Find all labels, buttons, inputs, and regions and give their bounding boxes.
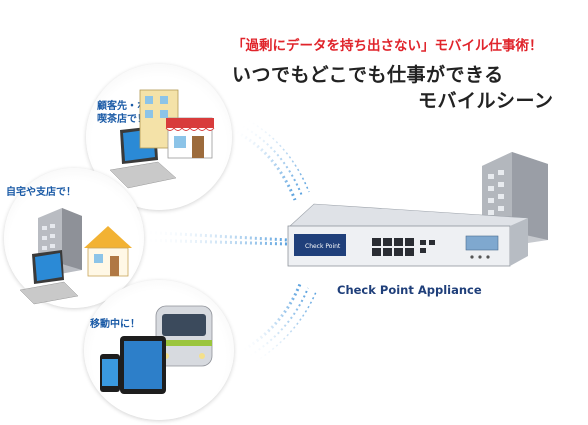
scene-label-mobile: 移動中に！ xyxy=(90,318,140,331)
scene-label-customer-line1: 顧客先・ホテル・ xyxy=(97,101,177,112)
appliance-brand-text: Check Point xyxy=(305,243,341,250)
appliance-label: Check Point Appliance xyxy=(337,283,482,297)
cafe-building-icon xyxy=(139,89,215,159)
scene-label-mobile-line1: 移動中に！ xyxy=(90,319,140,330)
scene-label-home: 自宅や支店で！ xyxy=(6,186,76,199)
tablet-icon xyxy=(120,336,166,394)
scene-label-home-line1: 自宅や支店で！ xyxy=(6,187,76,198)
headline-line2: モバイルシーン xyxy=(418,90,554,112)
house-icon xyxy=(84,226,132,277)
laptop-icon xyxy=(19,250,79,305)
beam-bottom xyxy=(239,283,317,365)
scene-label-customer: 顧客先・ホテル・ 喫茶店で！ xyxy=(97,100,177,126)
tagline: 「過剰にデータを持ち出さない」モバイル仕事術！ xyxy=(232,38,543,54)
beam-top xyxy=(231,117,310,201)
scene-label-customer-line2: 喫茶店で！ xyxy=(97,114,147,125)
train-icon xyxy=(155,305,213,367)
smartphone-icon xyxy=(100,354,120,392)
appliance-device-icon: Check Point xyxy=(287,203,529,267)
headline-line1: いつでもどこでも仕事ができる xyxy=(232,64,504,86)
